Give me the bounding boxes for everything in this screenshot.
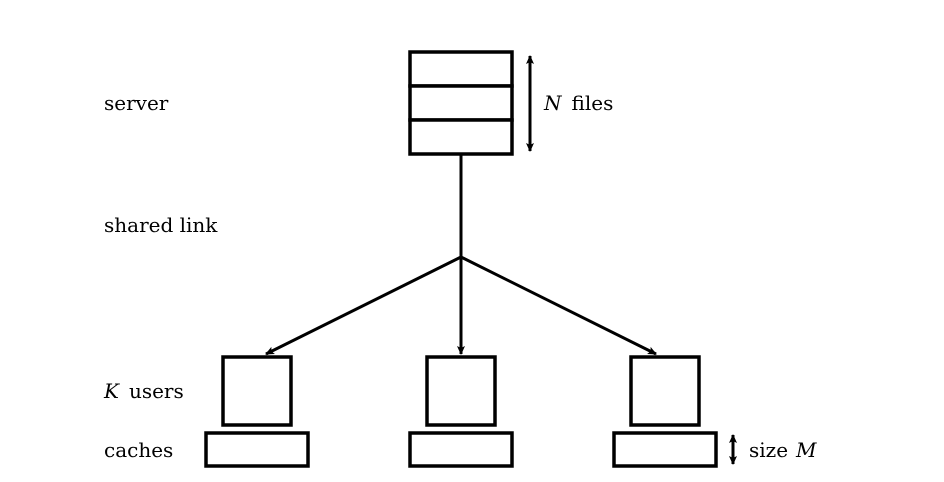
users-word: users bbox=[129, 379, 184, 403]
files-word: files bbox=[572, 91, 614, 115]
user-cache-2 bbox=[408, 431, 514, 468]
server-file-slot bbox=[408, 118, 514, 156]
user-terminal-2 bbox=[425, 355, 497, 427]
server-label: server bbox=[104, 91, 169, 115]
files-variable: N bbox=[543, 91, 563, 115]
user-terminal-1 bbox=[221, 355, 293, 427]
user-cache-1 bbox=[204, 431, 310, 468]
size-variable: M bbox=[795, 438, 817, 462]
caches-label: caches bbox=[104, 438, 173, 462]
server-file-slot bbox=[408, 50, 514, 88]
server-file-slot bbox=[408, 84, 514, 122]
users-variable: K bbox=[103, 379, 120, 403]
server-file-stack bbox=[408, 50, 514, 156]
user-cache-3 bbox=[612, 431, 718, 468]
link-arrow-user-3 bbox=[460, 255, 657, 356]
link-arrow-user-1 bbox=[265, 255, 462, 356]
shared-link-label: shared link bbox=[104, 213, 218, 237]
cache-size-label: size M bbox=[749, 438, 817, 462]
user-terminal-3 bbox=[629, 355, 701, 427]
size-word: size bbox=[749, 438, 788, 462]
